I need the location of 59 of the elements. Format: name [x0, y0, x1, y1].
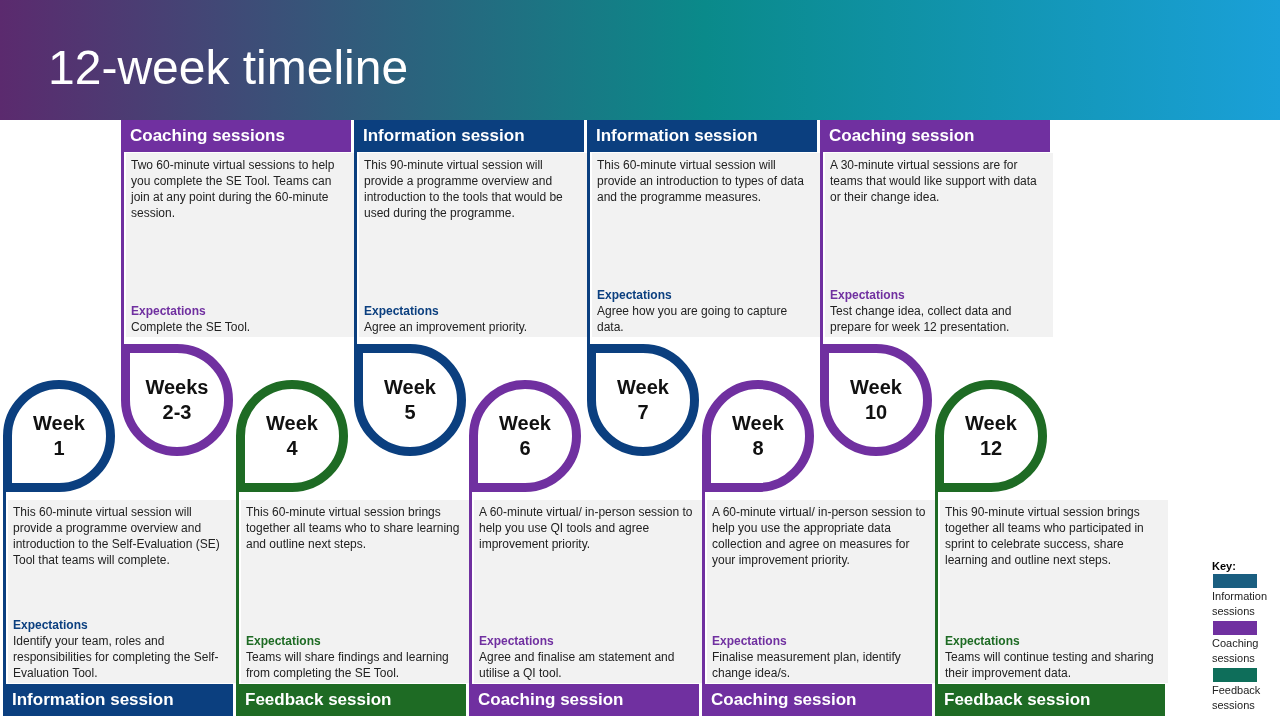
expectations-heading: Expectations — [131, 303, 207, 319]
session-description: A 60-minute virtual/ in-person session to help you use the appropriate data collection and agree on measures for your improvement priority. — [712, 504, 927, 568]
session-card — [820, 120, 1050, 346]
session-heading: Information session — [354, 120, 584, 152]
session-card — [587, 120, 817, 346]
session-card — [702, 490, 932, 716]
expectations-text: Teams will continue testing and sharing their improvement data. — [945, 649, 1155, 681]
session-heading: Coaching session — [702, 684, 932, 716]
expectations-text: Finalise measurement plan, identify change idea/s. — [712, 649, 902, 681]
legend-label: Feedback sessions — [1212, 683, 1262, 713]
session-heading: Feedback session — [935, 684, 1165, 716]
expectations-text: Agree and finalise am statement and utilise a QI tool. — [479, 649, 676, 681]
legend-label: Information sessions — [1212, 589, 1269, 619]
week-label: Week 6 — [498, 411, 552, 461]
key-heading: Key: — [1212, 560, 1236, 572]
session-description: This 60-minute virtual session brings together all teams who to share learning and outline next steps. — [246, 504, 461, 552]
week-label: Week 5 — [383, 375, 437, 425]
session-card — [354, 120, 584, 346]
session-description: A 30-minute virtual sessions are for teams that would like support with data or their change idea. — [830, 157, 1038, 205]
session-heading: Coaching sessions — [121, 120, 351, 152]
session-heading: Information session — [587, 120, 817, 152]
expectations-heading: Expectations — [830, 287, 906, 303]
expectations-text: Agree an improvement priority. — [364, 319, 529, 335]
session-description: Two 60-minute virtual sessions to help you complete the SE Tool. Teams can join at any point during the 60-minute session. — [131, 157, 336, 221]
week-label: Week 10 — [849, 375, 903, 425]
session-card — [3, 490, 233, 716]
session-description: A 60-minute virtual/ in-person session to help you use QI tools and agree improvement priority. — [479, 504, 694, 552]
expectations-heading: Expectations — [364, 303, 440, 319]
expectations-heading: Expectations — [13, 617, 89, 633]
page-title: 12-week timeline — [48, 40, 409, 96]
week-label: Week 12 — [964, 411, 1018, 461]
expectations-heading: Expectations — [479, 633, 555, 649]
session-description: This 60-minute virtual session will provide a programme overview and introduction to the Self-Evaluation (SE) Tool that teams will complete. — [13, 504, 221, 568]
expectations-text: Test change idea, collect data and prepare for week 12 presentation. — [830, 303, 1013, 335]
session-heading: Feedback session — [236, 684, 466, 716]
week-label: Week 8 — [731, 411, 785, 461]
expectations-heading: Expectations — [712, 633, 788, 649]
legend-label: Coaching sessions — [1212, 636, 1260, 666]
session-heading: Information session — [3, 684, 233, 716]
session-description: This 90-minute virtual session will provide a programme overview and introduction to the tools that would be used during the programme. — [364, 157, 564, 221]
expectations-text: Agree how you are going to capture data. — [597, 303, 789, 335]
session-heading: Coaching session — [820, 120, 1050, 152]
session-heading: Coaching session — [469, 684, 699, 716]
week-label: Week 1 — [32, 411, 86, 461]
week-label: Week 7 — [616, 375, 670, 425]
session-card — [935, 490, 1165, 716]
session-card — [469, 490, 699, 716]
session-card — [236, 490, 466, 716]
expectations-heading: Expectations — [945, 633, 1021, 649]
expectations-text: Complete the SE Tool. — [131, 319, 252, 335]
expectations-heading: Expectations — [597, 287, 673, 303]
week-label: Weeks 2-3 — [145, 375, 209, 425]
session-card — [121, 120, 351, 346]
session-description: This 90-minute virtual session brings together all teams who participated in sprint to celebrate success, share learning and outline next steps. — [945, 504, 1145, 568]
week-label: Week 4 — [265, 411, 319, 461]
session-description: This 60-minute virtual session will provide an introduction to types of data and the programme measures. — [597, 157, 805, 205]
expectations-text: Identify your team, roles and responsibilities for completing the Self-Evaluation Tool. — [13, 633, 220, 681]
expectations-heading: Expectations — [246, 633, 322, 649]
expectations-text: Teams will share findings and learning from completing the SE Tool. — [246, 649, 450, 681]
